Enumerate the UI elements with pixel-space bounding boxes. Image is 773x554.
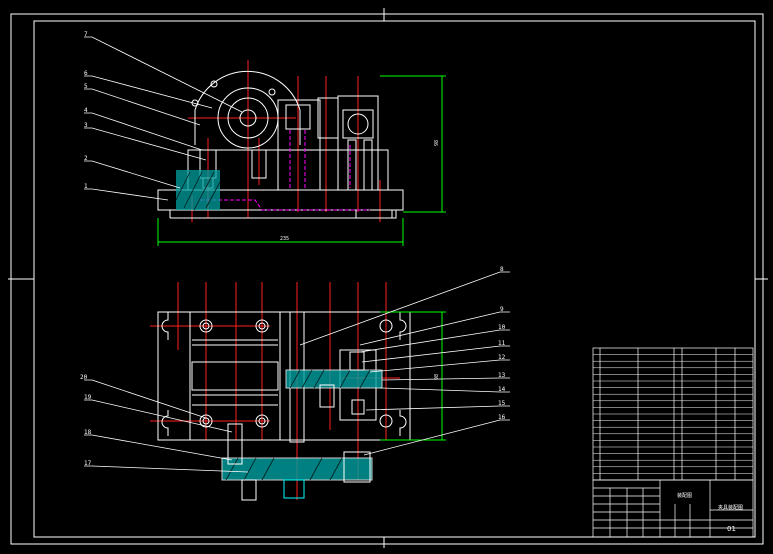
callout-20: 20 <box>80 374 88 381</box>
inner-border <box>33 20 756 538</box>
callout-12: 12 <box>498 354 506 361</box>
front-leaders <box>84 271 510 473</box>
company-name: 装配图 <box>677 492 692 499</box>
callout-9: 9 <box>500 306 504 313</box>
callout-5: 5 <box>84 83 88 90</box>
callout-2: 2 <box>84 155 88 162</box>
callout-19: 19 <box>84 394 92 401</box>
top-view: 235 98 <box>157 60 446 246</box>
outer-border <box>10 13 764 545</box>
top-height-dimension: 98 <box>434 140 440 146</box>
callout-4: 4 <box>84 107 88 114</box>
callout-16: 16 <box>498 414 506 421</box>
callout-14: 14 <box>498 386 506 393</box>
drawing-title: 夹具装配图 <box>718 504 743 511</box>
title-block <box>592 479 754 538</box>
front-view: 98 <box>150 282 446 501</box>
callout-18: 18 <box>84 429 92 436</box>
callout-10: 10 <box>498 324 506 331</box>
sheet-number: 01 <box>727 525 736 533</box>
callout-6: 6 <box>84 70 88 77</box>
callout-17: 17 <box>84 460 92 467</box>
callout-8: 8 <box>500 266 504 273</box>
callout-1: 1 <box>84 183 88 190</box>
top-leaders <box>84 36 243 201</box>
callout-11: 11 <box>498 340 506 347</box>
callout-7: 7 <box>84 31 88 38</box>
callout-15: 15 <box>498 400 506 407</box>
bottom-section <box>221 457 373 481</box>
front-height-dimension: 98 <box>434 374 440 380</box>
callout-3: 3 <box>84 122 88 129</box>
top-width-dimension: 235 <box>280 236 289 242</box>
callout-13: 13 <box>498 372 506 379</box>
